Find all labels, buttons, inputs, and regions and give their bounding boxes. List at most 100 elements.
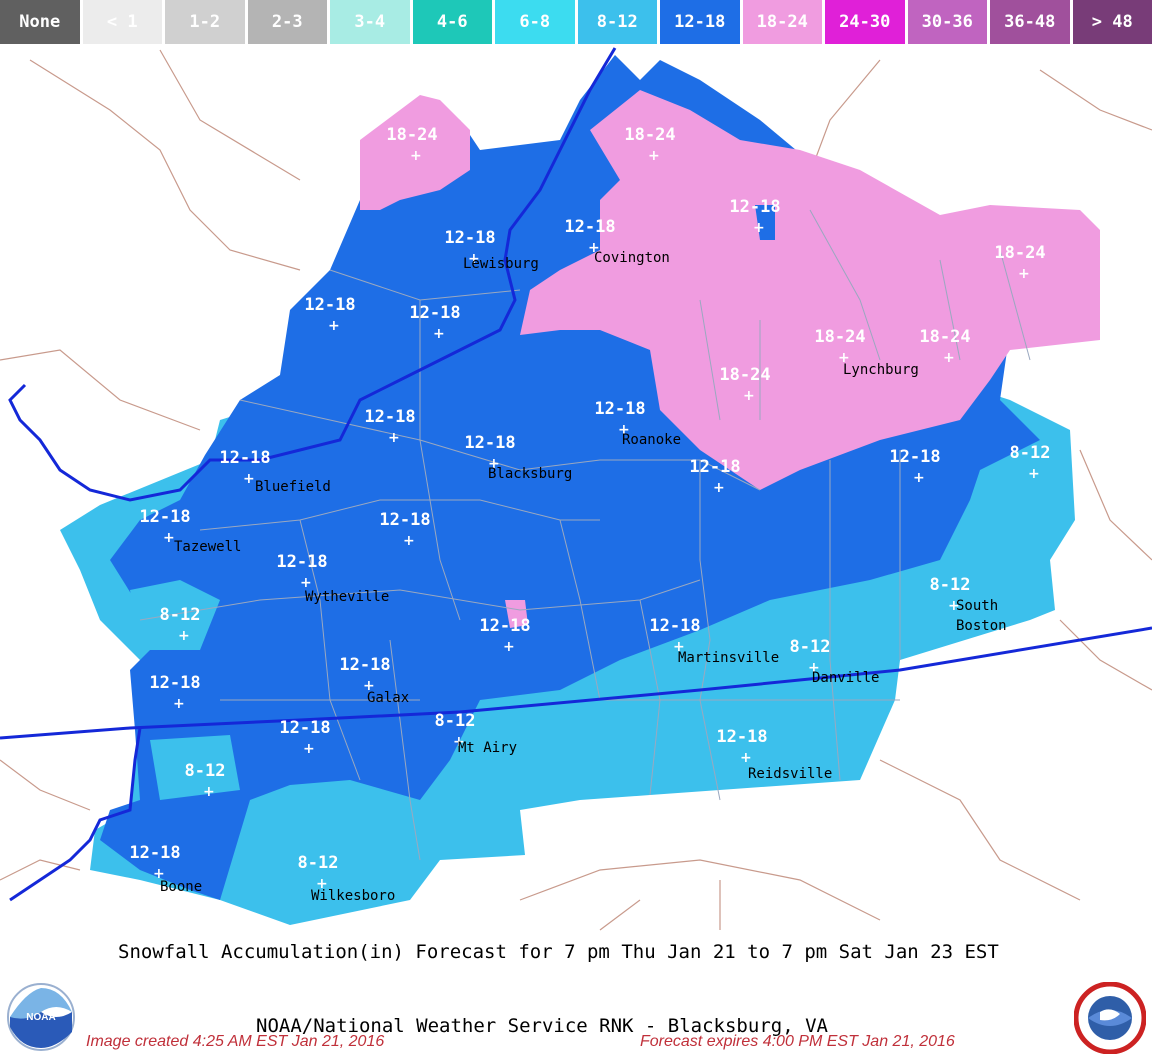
snowfall-amount-label: 12-18 [689, 457, 740, 477]
snowfall-amount-label: 12-18 [889, 447, 940, 467]
point-marker: + [303, 741, 315, 757]
snowfall-amount-label: 12-18 [339, 655, 390, 675]
region-18-24-spot [505, 600, 528, 628]
snowfall-amount-label: 18-24 [919, 327, 970, 347]
point-marker: + [588, 240, 600, 256]
point-marker: + [743, 388, 755, 404]
point-marker: + [243, 471, 255, 487]
point-marker: + [153, 866, 165, 882]
snowfall-amount-label: 12-18 [479, 616, 530, 636]
point-marker: + [328, 318, 340, 334]
point-marker: + [488, 456, 500, 472]
legend-swatch: 18-24 [742, 0, 825, 44]
legend-swatch: 2-3 [247, 0, 330, 44]
legend-swatch: 12-18 [660, 0, 743, 44]
snowfall-amount-label: 12-18 [594, 399, 645, 419]
snowfall-amount-label: 12-18 [279, 718, 330, 738]
legend-swatch: None [0, 0, 83, 44]
point-marker: + [838, 350, 850, 366]
point-marker: + [433, 326, 445, 342]
legend-swatch: 24-30 [825, 0, 908, 44]
snowfall-amount-label: 12-18 [304, 295, 355, 315]
point-marker: + [503, 639, 515, 655]
snowfall-amount-label: 8-12 [1010, 443, 1051, 463]
city-name: Boone [160, 879, 202, 895]
point-marker: + [948, 598, 960, 614]
point-marker: + [1028, 466, 1040, 482]
legend-swatch: 36-48 [990, 0, 1073, 44]
snowfall-amount-label: 8-12 [298, 853, 339, 873]
city-name: Lewisburg [463, 256, 539, 272]
snowfall-amount-label: 18-24 [624, 125, 675, 145]
point-marker: + [713, 480, 725, 496]
city-name: Galax [367, 690, 409, 706]
region-18-24-north [360, 95, 470, 210]
snowfall-amount-label: 8-12 [185, 761, 226, 781]
snow-regions [60, 55, 1100, 925]
snowfall-amount-label: 12-18 [219, 448, 270, 468]
snowfall-amount-label: 8-12 [930, 575, 971, 595]
snowfall-amount-label: 8-12 [435, 711, 476, 731]
point-marker: + [468, 251, 480, 267]
snowfall-amount-label: 12-18 [409, 303, 460, 323]
snowfall-amount-label: 12-18 [379, 510, 430, 530]
legend-swatch: 6-8 [495, 0, 578, 44]
city-name: Reidsville [748, 766, 832, 782]
image-created-text: Image created 4:25 AM EST Jan 21, 2016 [86, 1033, 385, 1050]
noaa-logo: NOAA [7, 983, 75, 1051]
point-marker: + [388, 430, 400, 446]
snowfall-amount-label: 12-18 [364, 407, 415, 427]
city-name: Bluefield [255, 479, 331, 495]
legend-swatch: 3-4 [330, 0, 413, 44]
point-marker: + [316, 876, 328, 892]
background-roads [0, 49, 1152, 931]
point-marker: + [740, 750, 752, 766]
point-marker: + [173, 696, 185, 712]
city-name: Tazewell [174, 539, 241, 555]
snowfall-map: 18-24 +18-24 +12-18 +12-18 +12-18 +18-24 +12-1… [0, 47, 1152, 931]
point-marker: + [673, 639, 685, 655]
city-name: Martinsville [678, 650, 779, 666]
snowfall-amount-label: 8-12 [790, 637, 831, 657]
city-name: Danville [812, 670, 879, 686]
city-name: Boston [956, 618, 1007, 634]
point-marker: + [410, 148, 422, 164]
point-marker: + [808, 660, 820, 676]
snowfall-amount-label: 12-18 [444, 228, 495, 248]
forecast-expires-text: Forecast expires 4:00 PM EST Jan 21, 201… [640, 1033, 955, 1050]
city-name: Wilkesboro [311, 888, 395, 904]
snowfall-amount-label: 12-18 [649, 616, 700, 636]
legend-swatch: > 48 [1072, 0, 1152, 44]
snowfall-amount-label: 12-18 [149, 673, 200, 693]
point-marker: + [300, 575, 312, 591]
county-lines [139, 209, 1031, 861]
legend-swatch: 30-36 [907, 0, 990, 44]
city-name: Lynchburg [843, 362, 919, 378]
snowfall-amount-label: 12-18 [139, 507, 190, 527]
city-name: Blacksburg [488, 466, 572, 482]
city-name: Roanoke [622, 432, 681, 448]
point-marker: + [913, 470, 925, 486]
legend-swatch: 8-12 [577, 0, 660, 44]
snowfall-amount-label: 12-18 [276, 552, 327, 572]
point-marker: + [453, 734, 465, 750]
map-caption: Snowfall Accumulation(in) Forecast for 7… [118, 941, 999, 963]
legend-swatch: 4-6 [412, 0, 495, 44]
point-marker: + [753, 220, 765, 236]
nws-logo [1074, 982, 1146, 1054]
snowfall-amount-label: 8-12 [160, 605, 201, 625]
region-12-18-spot [755, 205, 775, 240]
legend-swatch: < 1 [82, 0, 165, 44]
snowfall-amount-label: 18-24 [386, 125, 437, 145]
legend-swatch: 1-2 [165, 0, 248, 44]
point-marker: + [203, 784, 215, 800]
point-marker: + [363, 678, 375, 694]
region-8-12-spot-west [130, 580, 220, 650]
point-marker: + [648, 148, 660, 164]
snowfall-amount-label: 18-24 [994, 243, 1045, 263]
region-8-12-spot-sw [150, 735, 240, 800]
point-marker: + [618, 422, 630, 438]
snowfall-amount-label: 12-18 [564, 217, 615, 237]
